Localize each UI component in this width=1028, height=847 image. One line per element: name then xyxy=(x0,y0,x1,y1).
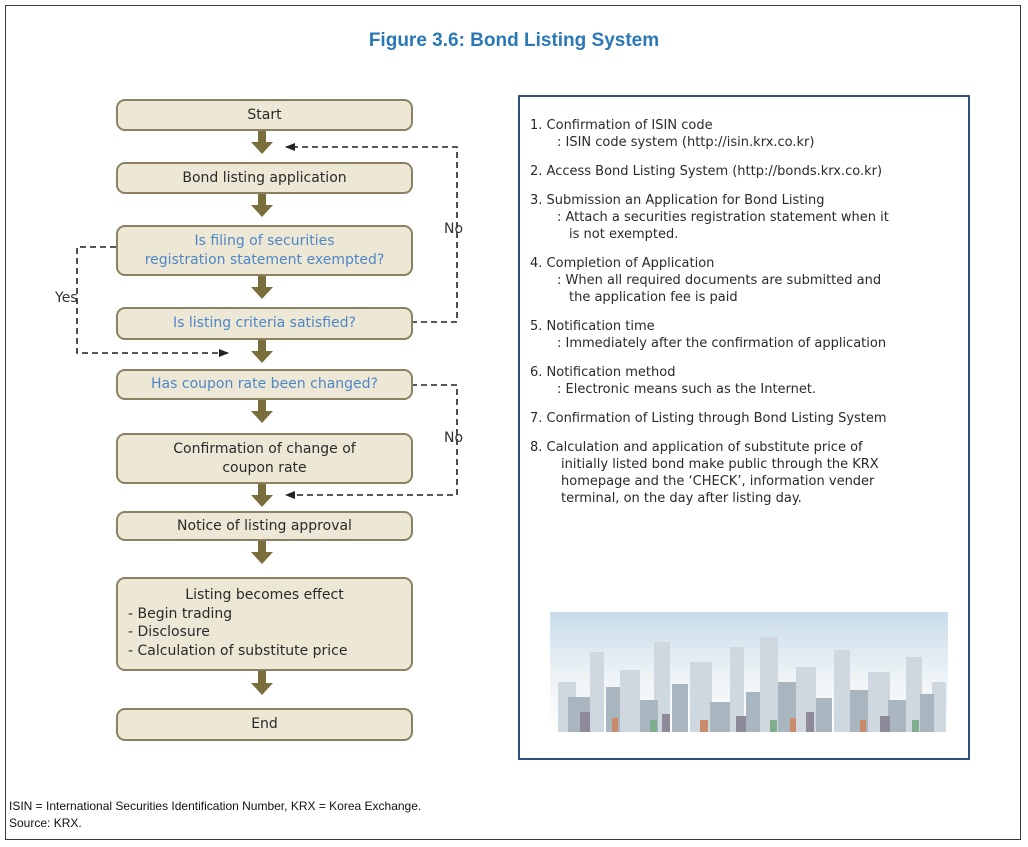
step-4-detail-1: : When all required documents are submit… xyxy=(557,273,882,288)
confirm-coupon-line1: Confirmation of change of xyxy=(173,441,356,458)
yes-label-exempted: Yes xyxy=(55,290,78,306)
step-7-title: 7. Confirmation of Listing through Bond … xyxy=(530,411,887,426)
footnote-abbreviations: ISIN = International Securities Identifi… xyxy=(9,799,422,813)
step-4-detail-2: the application fee is paid xyxy=(569,290,738,305)
loop-no-criteria xyxy=(285,143,458,323)
coupon-question-box: Has coupon rate been changed? xyxy=(116,369,413,400)
procedure-steps: 1. Confirmation of ISIN code : ISIN code… xyxy=(530,117,970,519)
loop-yes-exempted xyxy=(76,246,229,357)
end-box: End xyxy=(116,708,413,741)
end-label: End xyxy=(251,716,278,733)
step-8-title: 8. Calculation and application of substi… xyxy=(530,440,863,455)
no-label-coupon: No xyxy=(444,430,464,446)
effect-box: Listing becomes effect - Begin trading -… xyxy=(116,577,413,671)
arrow-confirm-to-notice xyxy=(251,484,273,507)
start-label: Start xyxy=(247,106,282,123)
effect-item-disclosure: - Disclosure xyxy=(128,624,210,641)
step-8-detail-1: initially listed bond make public throug… xyxy=(561,457,879,472)
loop-no-coupon xyxy=(285,384,458,499)
step-2-title: 2. Access Bond Listing System (http://bo… xyxy=(530,164,883,179)
figure-frame xyxy=(5,5,1021,840)
arrow-start-to-application xyxy=(251,131,273,154)
coupon-question-label: Has coupon rate been changed? xyxy=(151,376,378,393)
step-6-detail: : Electronic means such as the Internet. xyxy=(557,382,817,397)
step-7: 7. Confirmation of Listing through Bond … xyxy=(530,410,970,427)
application-label: Bond listing application xyxy=(182,169,347,186)
start-box: Start xyxy=(116,99,413,131)
criteria-question-label: Is listing criteria satisfied? xyxy=(173,315,356,332)
procedure-panel: 1. Confirmation of ISIN code : ISIN code… xyxy=(518,95,970,760)
arrow-effect-to-end xyxy=(251,671,273,695)
step-3-title: 3. Submission an Application for Bond Li… xyxy=(530,193,825,208)
step-6-title: 6. Notification method xyxy=(530,365,676,380)
step-5: 5. Notification time : Immediately after… xyxy=(530,318,970,352)
step-3-detail-2: is not exempted. xyxy=(569,227,679,242)
arrow-criteria-to-coupon xyxy=(251,340,273,363)
notice-label: Notice of listing approval xyxy=(177,517,352,534)
arrow-notice-to-effect xyxy=(251,541,273,564)
arrow-coupon-to-confirm xyxy=(251,400,273,423)
no-label-criteria: No xyxy=(444,221,464,237)
step-4-title: 4. Completion of Application xyxy=(530,256,715,271)
footnote-source: Source: KRX. xyxy=(9,816,82,830)
exempted-question-line2: registration statement exempted? xyxy=(144,251,385,268)
effect-item-trading: - Begin trading xyxy=(128,606,233,623)
criteria-question-box: Is listing criteria satisfied? xyxy=(116,307,413,340)
application-box: Bond listing application xyxy=(116,162,413,194)
exempted-question-line1: Is filing of securities xyxy=(194,233,335,250)
step-8-detail-3: terminal, on the day after listing day. xyxy=(561,491,802,506)
arrow-exempted-to-criteria xyxy=(251,276,273,299)
flow-arrows xyxy=(251,131,273,695)
step-3: 3. Submission an Application for Bond Li… xyxy=(530,192,970,243)
confirm-coupon-box: Confirmation of change of coupon rate xyxy=(116,433,413,484)
step-4: 4. Completion of Application : When all … xyxy=(530,255,970,306)
step-5-title: 5. Notification time xyxy=(530,319,655,334)
confirm-coupon-line2: coupon rate xyxy=(222,459,307,476)
arrow-application-to-exempted xyxy=(251,194,273,217)
figure-title: Figure 3.6: Bond Listing System xyxy=(368,30,660,51)
step-8: 8. Calculation and application of substi… xyxy=(530,439,970,507)
effect-item-substitute-price: - Calculation of substitute price xyxy=(128,642,348,659)
step-1: 1. Confirmation of ISIN code : ISIN code… xyxy=(530,117,970,151)
notice-box: Notice of listing approval xyxy=(116,511,413,541)
step-8-detail-2: homepage and the ‘CHECK’, information ve… xyxy=(561,474,875,489)
exempted-question-box: Is filing of securities registration sta… xyxy=(116,225,413,276)
step-3-detail-1: : Attach a securities registration state… xyxy=(557,210,889,225)
city-skyline-illustration xyxy=(550,612,948,732)
step-2: 2. Access Bond Listing System (http://bo… xyxy=(530,163,970,180)
step-1-title: 1. Confirmation of ISIN code xyxy=(530,118,713,133)
effect-title: Listing becomes effect xyxy=(185,587,344,603)
step-6: 6. Notification method : Electronic mean… xyxy=(530,364,970,398)
step-5-detail: : Immediately after the confirmation of … xyxy=(557,336,887,351)
step-1-detail: : ISIN code system (http://isin.krx.co.k… xyxy=(557,135,815,150)
